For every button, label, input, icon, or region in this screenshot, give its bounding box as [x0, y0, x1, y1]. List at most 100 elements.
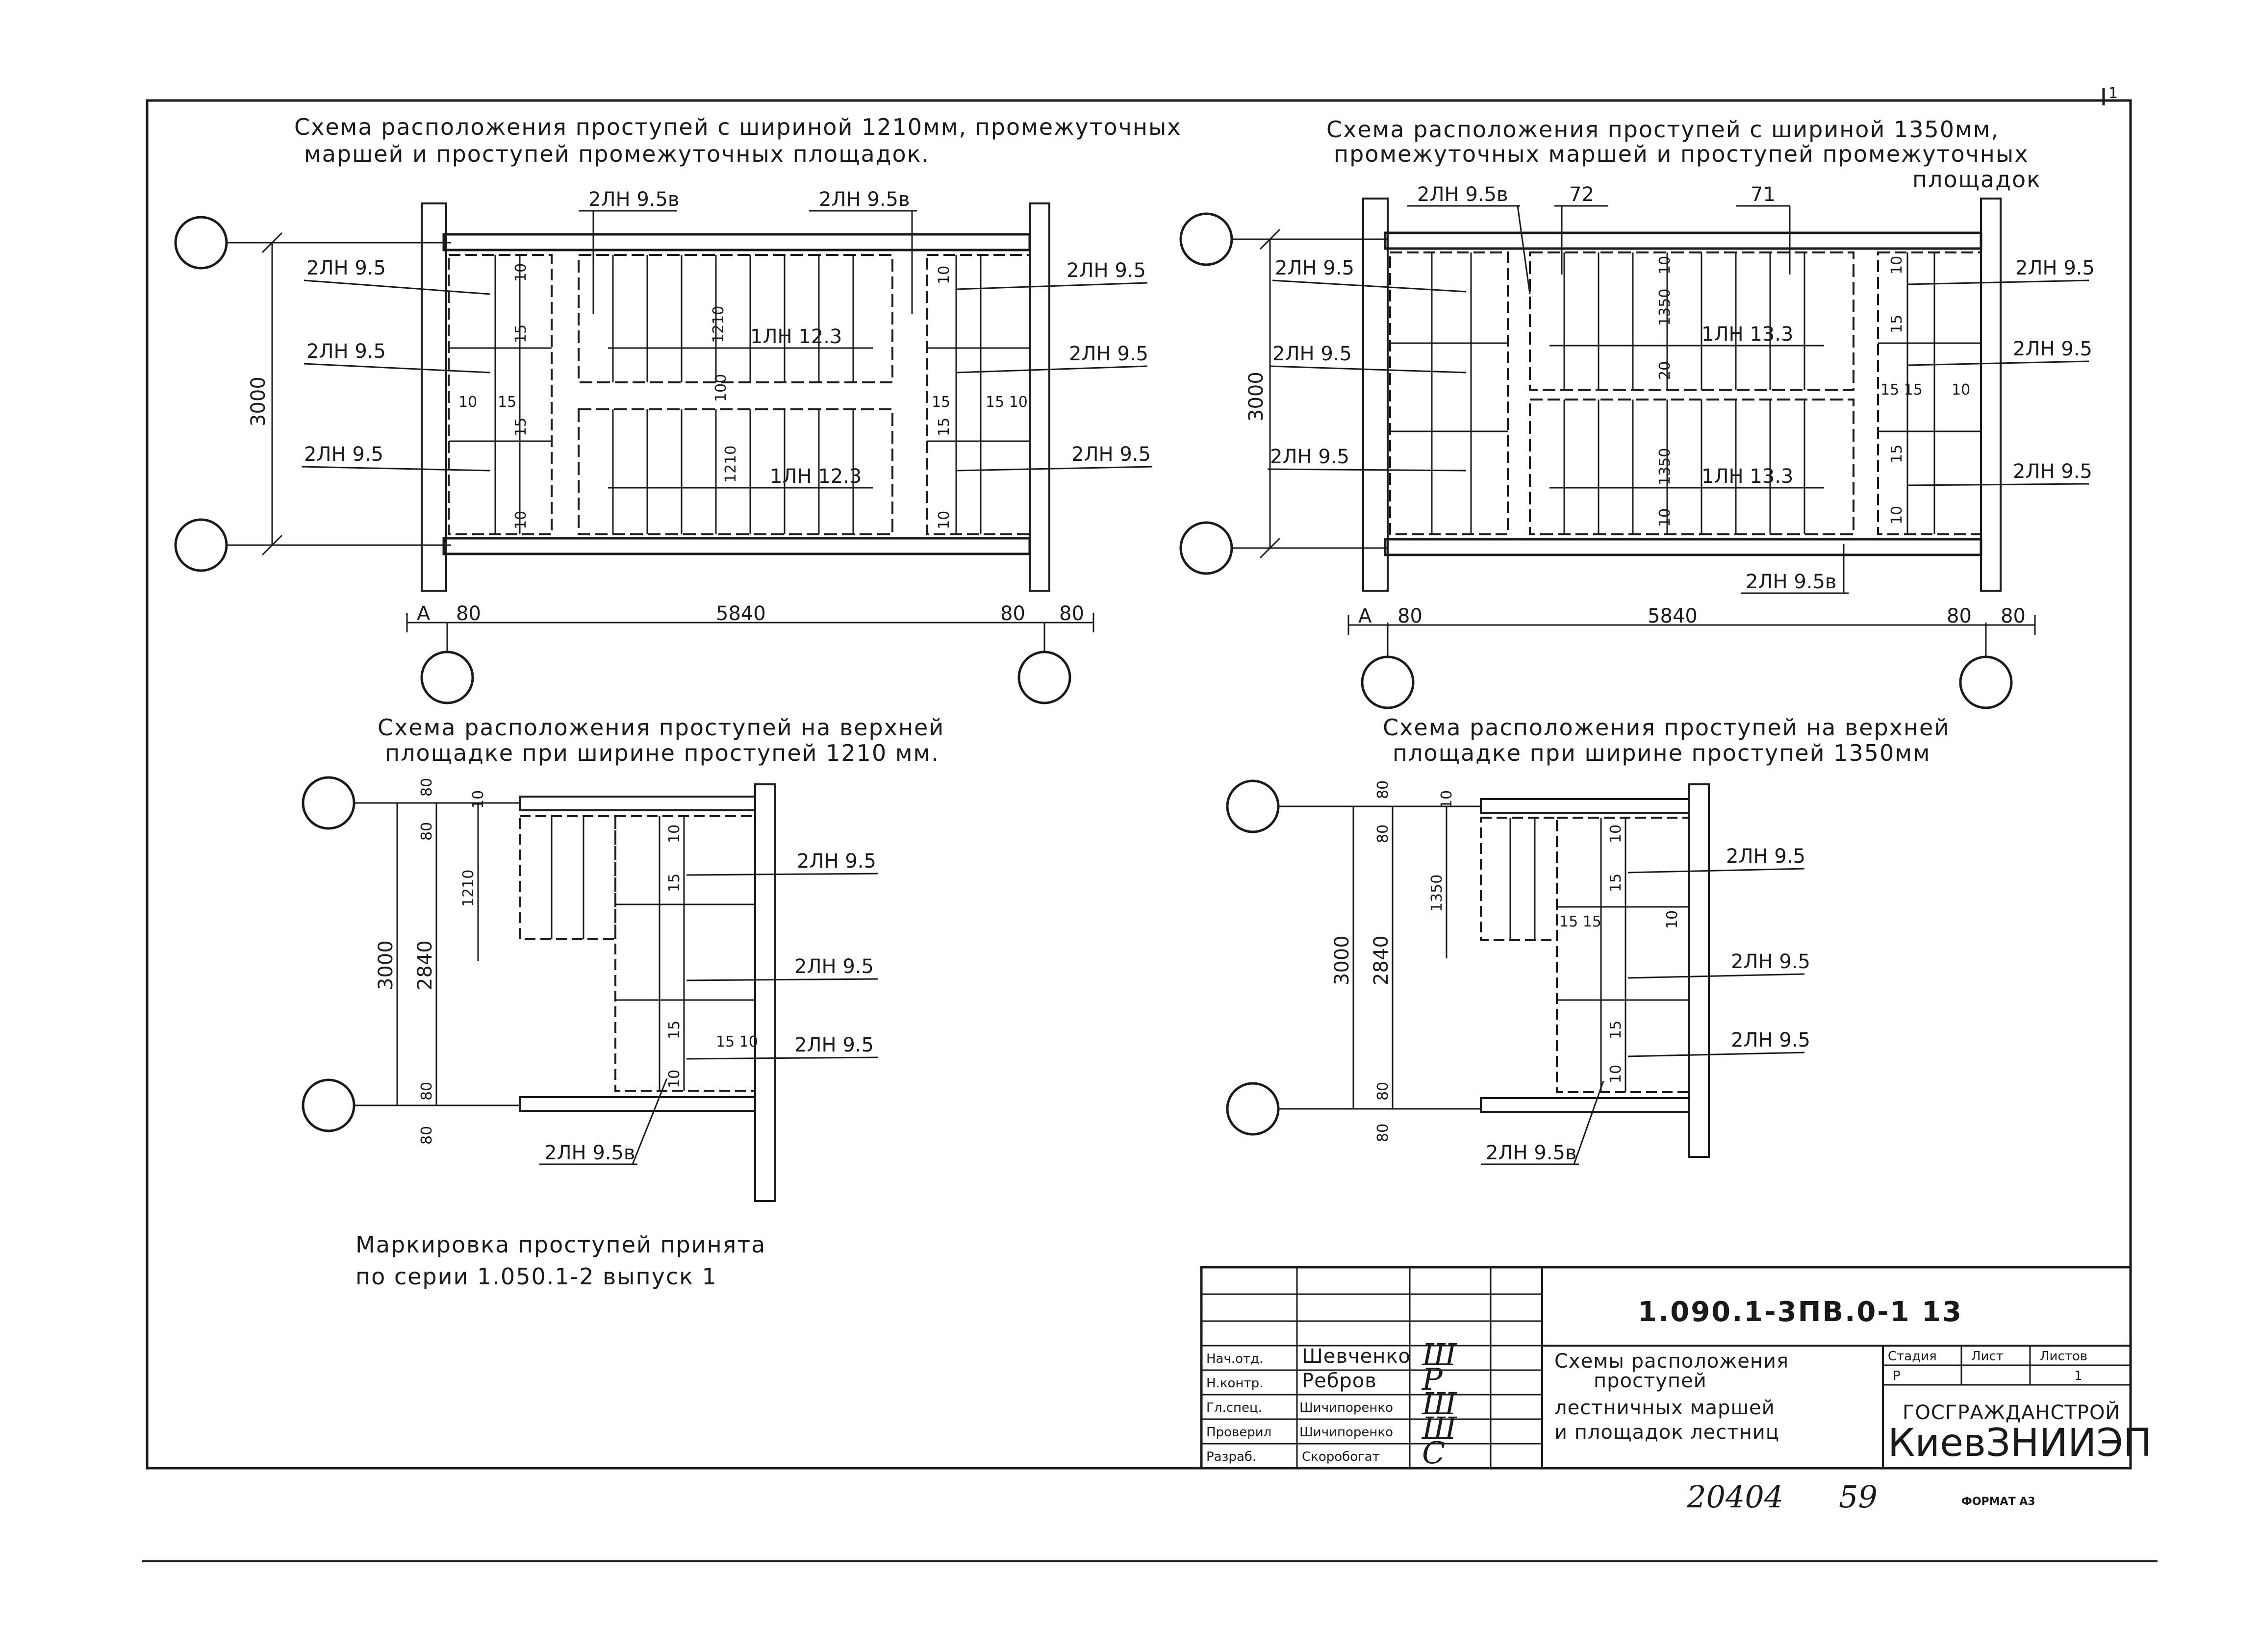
- scheme-top-right: Схема расположения проступей с шириной 1…: [1179, 116, 2095, 709]
- label-left: 2ЛН 9.5: [1270, 446, 1349, 468]
- dim-bottom: А: [417, 602, 431, 625]
- dim-left: 80: [418, 822, 435, 841]
- label-right: 2ЛН 9.5: [794, 955, 874, 978]
- signature-role: Проверил: [1206, 1425, 1271, 1440]
- inner-dim: 10: [666, 1070, 683, 1088]
- scheme-title: Схема расположения проступей на верхней: [378, 714, 944, 741]
- drawing-title: и площадок лестниц: [1554, 1421, 1779, 1444]
- flight-label: 1ЛН 12.3: [750, 325, 842, 348]
- height-dimension: 3000: [247, 376, 270, 426]
- inner-dim: 10: [1656, 508, 1674, 527]
- signature-role: Н.контр.: [1206, 1376, 1263, 1391]
- drawing-title: проступей: [1594, 1370, 1707, 1392]
- signature-role: Гл.спец.: [1206, 1401, 1262, 1415]
- corner-mark: 1: [2108, 85, 2118, 102]
- inner-dim: 10: [936, 511, 953, 529]
- signature-name: Ребров: [1302, 1370, 1377, 1392]
- axis-bubble: [1226, 779, 1280, 833]
- scheme-title: Схема расположения проступей с шириной 1…: [1326, 116, 1999, 143]
- label-right: 2ЛН 9.5: [1067, 259, 1146, 282]
- scheme-top-left: Схема расположения проступей с шириной 1…: [174, 114, 1181, 704]
- axis-bubble: [420, 651, 474, 704]
- inner-dim: 15: [1888, 315, 1905, 333]
- drawing-code: 1.090.1-3ПВ.0-1 13: [1638, 1296, 1963, 1328]
- scheme-title-line2: маршей и проступей промежуточных площадо…: [304, 141, 930, 167]
- label-right: 2ЛН 9.5: [2015, 257, 2095, 279]
- format-label: ФОРМАТ А3: [1961, 1496, 2035, 1508]
- axis-bubble: [174, 518, 228, 572]
- dim-left: 2840: [1370, 935, 1393, 985]
- inner-dim: 10: [512, 511, 530, 529]
- dim-left: 80: [1374, 1124, 1392, 1142]
- dim-left: 80: [418, 1126, 435, 1145]
- inner-dim: 10: [1888, 256, 1905, 275]
- dim-bottom: 80: [1059, 602, 1084, 625]
- dim-bottom: 80: [456, 602, 481, 625]
- wall: [1362, 198, 1389, 592]
- dim-bottom: 80: [2001, 605, 2026, 627]
- dim-left: 80: [418, 778, 435, 797]
- scheme-title-line2: площадке при ширине проступей 1210 мм.: [385, 740, 940, 766]
- axis-bubble: [1959, 655, 2013, 709]
- wall: [754, 783, 776, 1202]
- label-right: 2ЛН 9.5: [797, 850, 876, 873]
- label-right: 2ЛН 9.5: [2013, 460, 2092, 483]
- inner-dim: 15 15: [1559, 913, 1601, 930]
- axis-bubble: [174, 216, 228, 270]
- signature-mark: Р: [1422, 1361, 1443, 1397]
- inner-dim: 1350: [1656, 448, 1674, 485]
- signature-role: Разраб.: [1206, 1450, 1256, 1464]
- dim-left: 80: [418, 1082, 435, 1101]
- label-left: 2ЛН 9.5: [1275, 257, 1354, 279]
- title-block: 1.090.1-3ПВ.0-1 13 Схемы расположения пр…: [1200, 1266, 2152, 1471]
- inner-dim: 1210: [710, 306, 727, 343]
- inner-dim: 10: [470, 790, 487, 809]
- dim-bottom: 80: [1000, 602, 1025, 625]
- inner-dim: 10: [936, 266, 953, 284]
- inner-dim: 15 10: [716, 1033, 758, 1051]
- inner-dim: 15: [936, 418, 953, 436]
- dim-bottom: 5840: [1648, 605, 1698, 627]
- signature-name: Шичипоренко: [1299, 1401, 1393, 1415]
- inner-dim: 15: [932, 394, 950, 411]
- inner-dim: 1210: [460, 870, 477, 907]
- signature-mark: Ш: [1422, 1386, 1457, 1422]
- label-right: 2ЛН 9.5: [2013, 338, 2092, 360]
- inner-dim: 10: [1438, 790, 1455, 809]
- scheme-title: Схема расположения проступей на верхней: [1383, 714, 1950, 741]
- inner-dim: 10: [1607, 1065, 1625, 1083]
- label-left: 2ЛН 9.5: [1272, 343, 1352, 365]
- inner-dim: 15 15: [1880, 381, 1923, 399]
- flight-label: 1ЛН 12.3: [770, 465, 862, 488]
- inner-dim: 1350: [1428, 875, 1446, 912]
- drawing-title: Схемы расположения: [1554, 1350, 1789, 1373]
- signature-role: Нач.отд.: [1206, 1352, 1263, 1366]
- inner-dim: 10: [1656, 256, 1674, 275]
- inner-dim: 15: [1888, 445, 1905, 463]
- sheet-frame: [146, 99, 2132, 1470]
- stage-header: Стадия: [1888, 1349, 1937, 1364]
- label-left: 2ЛН 9.5: [304, 443, 383, 466]
- label-left: 2ЛН 9.5: [306, 340, 386, 363]
- label-right: 2ЛН 9.5: [1726, 845, 1805, 868]
- axis-bubble: [302, 1078, 356, 1132]
- signature-mark: Ш: [1422, 1337, 1457, 1373]
- label-right: 2ЛН 9.5: [1071, 443, 1151, 466]
- signature-name: Шевченко: [1302, 1345, 1411, 1368]
- inner-dim: 10: [1888, 506, 1905, 525]
- callout-top: 72: [1569, 183, 1594, 206]
- dim-bottom: А: [1358, 605, 1372, 627]
- height-dimension: 3000: [1245, 372, 1268, 422]
- axis-bubble: [1361, 655, 1415, 709]
- scheme-bottom-right: Схема расположения проступей на верхней …: [1226, 714, 1950, 1165]
- callout-top: 2ЛН 9.5в: [588, 188, 680, 211]
- dim-bottom: 80: [1947, 605, 1972, 627]
- inner-dim: 15 10: [986, 394, 1028, 411]
- inner-dim: 15: [512, 418, 530, 436]
- label-left: 2ЛН 9.5: [306, 257, 386, 279]
- inner-dim: 15: [1607, 874, 1625, 892]
- callout-top: 71: [1751, 183, 1776, 206]
- note-line2: по серии 1.050.1-2 выпуск 1: [356, 1263, 717, 1290]
- stage-value: Р: [1893, 1369, 1901, 1383]
